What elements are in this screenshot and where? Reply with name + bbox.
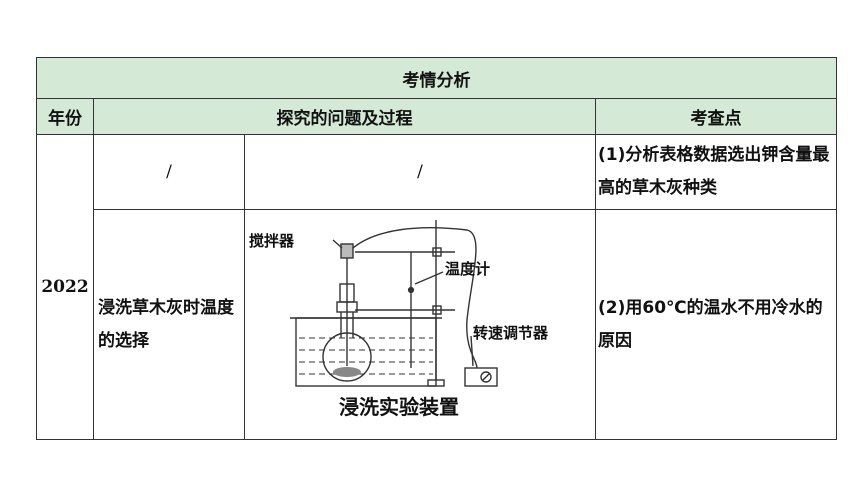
table-title-row: 考情分析 <box>36 57 837 99</box>
year-cell: 2022 <box>36 134 94 440</box>
controller-cable <box>352 227 478 369</box>
speed-knob-mark <box>482 373 490 381</box>
table-title: 考情分析 <box>36 57 837 99</box>
table-row: 2022 / / (1)分析表格数据选出钾含量最高的草木灰种类 <box>36 134 837 440</box>
header-year: 年份 <box>36 98 94 135</box>
clamp-top <box>432 247 442 257</box>
row2-point: (2)用60℃的温水不用冷水的原因 <box>595 209 837 440</box>
water-bath <box>295 317 437 387</box>
stirrer-motor <box>340 243 354 259</box>
label-stirrer: 搅拌器 <box>249 232 295 250</box>
leader-thermometer <box>414 271 444 285</box>
label-thermometer: 温度计 <box>445 260 490 278</box>
row2-question: 浸洗草木灰时温度的选择 <box>93 209 245 440</box>
washing-apparatus-diagram: 搅拌器 温度计 转速调节器 浸洗实验装置 <box>249 220 549 419</box>
flask-liquid <box>333 367 361 377</box>
row1-point: (1)分析表格数据选出钾含量最高的草木灰种类 <box>595 134 837 210</box>
exam-analysis-table: 考情分析 年份 探究的问题及过程 考查点 2022 / / (1)分析表格数据选… <box>36 57 837 440</box>
label-speed-controller: 转速调节器 <box>473 324 549 342</box>
thermometer-clip <box>407 286 415 294</box>
speed-knob-icon <box>480 371 492 383</box>
round-bottom-flask <box>322 332 372 382</box>
header-point: 考查点 <box>595 98 837 135</box>
column-header-row: 年份 探究的问题及过程 考查点 <box>36 98 837 135</box>
table-row: 浸洗草木灰时温度的选择 <box>37 209 837 440</box>
flask-clamp-ring <box>336 301 358 313</box>
leader-stirrer <box>332 239 343 249</box>
apparatus-figure-cell: 搅拌器 温度计 转速调节器 浸洗实验装置 <box>244 209 596 440</box>
speed-controller-box <box>464 367 498 387</box>
figure-caption: 浸洗实验装置 <box>339 395 459 419</box>
header-process: 探究的问题及过程 <box>93 98 596 135</box>
row1-question: / <box>93 134 245 210</box>
leader-speed <box>470 335 474 367</box>
row1-process: / <box>244 134 596 210</box>
water-level-lines <box>299 337 433 375</box>
clamp-lower <box>432 305 442 315</box>
